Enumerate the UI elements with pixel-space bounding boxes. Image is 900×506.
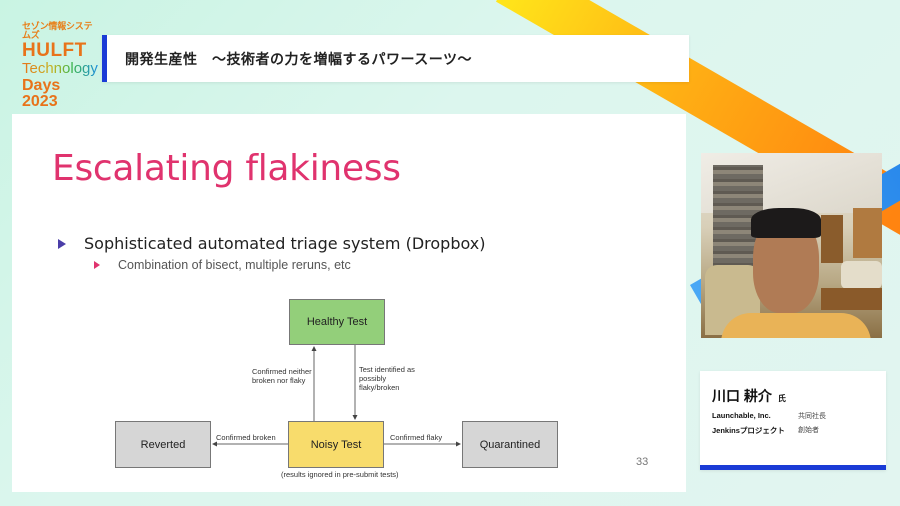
session-title: 開発生産性 〜技術者の力を増幅するパワースーツ〜 [125, 50, 473, 67]
speaker-video [701, 153, 882, 338]
edge-label-broken: Confirmed broken [216, 433, 276, 442]
bullet-level2: Combination of bisect, multiple reruns, … [94, 258, 351, 272]
affiliation-role: 創始者 [798, 427, 819, 434]
logo-company-kana: セゾン情報システムズ [22, 21, 93, 40]
speaker-shirt [721, 313, 871, 338]
noisy-note: (results ignored in pre-submit tests) [281, 470, 399, 479]
bullet-level1: Sophisticated automated triage system (D… [58, 234, 485, 253]
affiliation-row: Launchable, Inc. 共同社長 [712, 411, 826, 420]
speaker-hair [751, 208, 821, 238]
bullet-text: Sophisticated automated triage system (D… [84, 234, 486, 253]
affiliation-role: 共同社長 [798, 413, 826, 420]
logo-technology: Technology [22, 60, 98, 77]
speaker-name: 川口 耕介 [712, 388, 772, 404]
affiliation-org: Launchable, Inc. [712, 411, 771, 420]
namecard-accent-bar [700, 465, 886, 470]
affiliation-row: Jenkinsプロジェクト 創始者 [712, 425, 819, 436]
bullet-triangle-icon [58, 238, 66, 249]
speaker-honorific: 氏 [777, 394, 786, 403]
edge-label-identified: Test identified as possibly flaky/broken [359, 365, 415, 392]
node-healthy-test: Healthy Test [289, 299, 385, 345]
bullet-text: Combination of bisect, multiple reruns, … [118, 258, 351, 272]
speaker-namecard: 川口 耕介氏 Launchable, Inc. 共同社長 Jenkinsプロジェ… [700, 371, 886, 470]
session-header: 開発生産性 〜技術者の力を増幅するパワースーツ〜 [102, 35, 689, 82]
slide-title: Escalating flakiness [52, 148, 401, 189]
logo-days: Days 2023 [22, 77, 61, 110]
affiliation-org: Jenkinsプロジェクト [712, 426, 785, 435]
speaker-name-row: 川口 耕介氏 [712, 386, 786, 406]
page-number: 33 [636, 456, 649, 468]
presentation-slide: Escalating flakiness Sophisticated autom… [12, 114, 686, 492]
node-reverted: Reverted [115, 421, 211, 468]
node-quarantined: Quarantined [462, 421, 558, 468]
event-logo: セゾン情報システムズ HULFT Technology Days 2023 [22, 22, 98, 110]
bullet-triangle-icon [94, 261, 100, 269]
logo-brand: HULFT [22, 40, 87, 61]
edge-label-flaky: Confirmed flaky [390, 433, 443, 442]
node-noisy-test: Noisy Test [288, 421, 384, 468]
edge-label-neither: Confirmed neither broken nor flaky [252, 367, 312, 385]
